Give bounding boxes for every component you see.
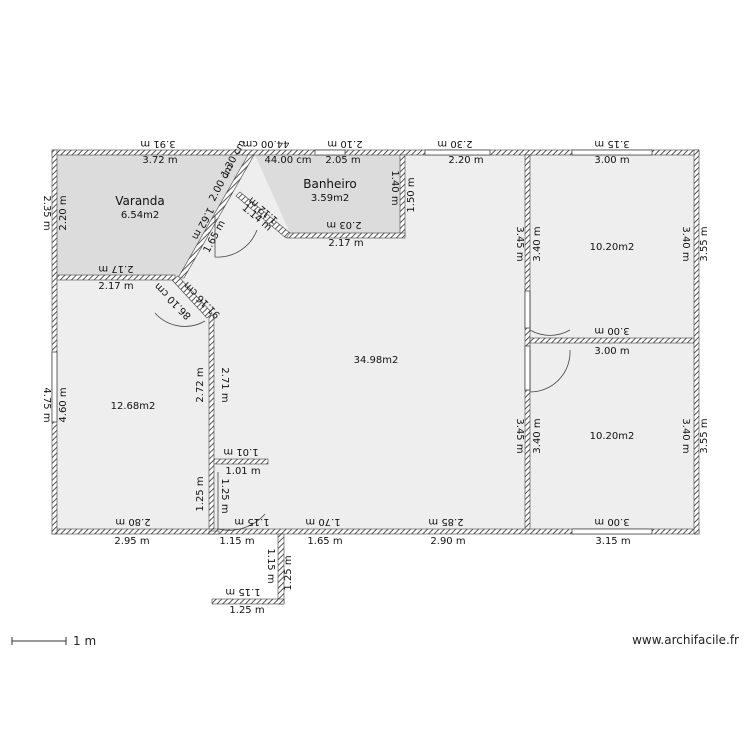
dim-top-ext-3: 2.10 m [327,138,362,149]
dimensions-porch: 1.15 m 1.25 m 1.15 m 1.25 m [225,548,294,616]
dim-stub-a: 1.01 m [223,446,258,457]
dim-inner-b: 2.71 m [219,367,230,402]
dimensions-banheiro: 1.40 m 1.50 m 2.03 m 2.17 m [326,170,417,249]
dim-stub-b: 1.01 m [225,466,260,477]
dim-ban-right-a: 1.40 m [389,170,400,205]
dim-top-int-3: 2.05 m [325,155,360,166]
banheiro-floor [255,155,402,233]
dim-porch-c: 1.15 m [225,586,260,597]
dimensions-top: 3.91 m 44.00 cm 2.10 m 2.30 m 3.15 m 3.7… [140,138,629,166]
dim-right-d: 3.55 m [699,418,710,453]
dim-right-c: 3.40 m [680,418,691,453]
dim-left-int-2: 4.60 m [58,387,69,422]
varanda-floor [57,155,250,276]
dim-top-ext-1: 3.91 m [140,138,175,149]
dim-bot-ext-3: 1.65 m [307,536,342,547]
brand-label: www.archifacile.fr [632,633,739,647]
dim-porch-d: 1.25 m [229,605,264,616]
dim-varanda-bottom-b: 2.17 m [98,281,133,292]
dim-bot-int-1: 2.80 m [115,516,150,527]
dim-bot-int-4: 2.85 m [428,516,463,527]
dim-top-int-1: 3.72 m [142,155,177,166]
dim-right-b: 3.55 m [699,226,710,261]
doors [154,215,571,531]
banheiro-area: 3.59m2 [311,193,349,204]
dim-bot-ext-1: 2.95 m [114,536,149,547]
scale-label: 1 m [73,634,96,648]
dim-bot-int-2: 1.15 m [234,516,269,527]
windows [51,149,653,535]
left-room-area: 12.68m2 [111,401,156,412]
right-bottom-area: 10.20m2 [590,431,635,442]
banheiro-name: Banheiro [303,177,357,191]
dim-top-int-5: 3.00 m [594,155,629,166]
dim-bot-ext-2: 1.15 m [219,536,254,547]
dim-left-ext-1: 2.35 m [41,195,52,230]
dim-porch-a: 1.15 m [265,548,276,583]
dimensions-bottom: 2.80 m 1.15 m 1.70 m 2.85 m 3.00 m 2.95 … [114,516,630,547]
varanda-area: 6.54m2 [121,210,159,221]
dim-right-mid-b: 3.00 m [594,346,629,357]
dim-ban-bottom-b: 2.17 m [328,238,363,249]
dim-porch-b: 1.25 m [283,555,294,590]
dim-ban-right-b: 1.50 m [406,177,417,212]
dim-inner-a: 2.72 m [195,367,206,402]
dim-top-ext-4: 2.30 m [437,138,472,149]
exterior-walls [51,149,700,535]
dimensions-right: 3.45 m 3.40 m 3.45 m 3.40 m 3.40 m 3.55 … [514,226,710,453]
dim-right-a: 3.40 m [680,226,691,261]
scale-bar: 1 m [11,634,96,648]
dim-varanda-bottom-a: 2.17 m [98,263,133,274]
dim-bot-ext-5: 3.15 m [595,536,630,547]
dim-bot-ext-4: 2.90 m [430,536,465,547]
living-area: 34.98m2 [354,355,399,366]
dim-mid-b: 3.40 m [532,226,543,261]
dim-ban-bottom-a: 2.03 m [326,219,361,230]
interior-walls [56,154,695,605]
dim-stub-c: 1.25 m [195,476,206,511]
dim-mid-d: 3.40 m [532,418,543,453]
dim-left-int-1: 2.20 m [58,195,69,230]
dim-left-ext-2: 4.75 m [41,387,52,422]
dim-top-ext-2: 44.00 cm [242,138,289,149]
dim-top-ext-5: 3.15 m [594,138,629,149]
dim-top-int-4: 2.20 m [448,155,483,166]
dim-bot-int-3: 1.70 m [305,516,340,527]
right-top-area: 10.20m2 [590,242,635,253]
dim-mid-a: 3.45 m [514,226,525,261]
dimensions-left: 2.35 m 2.20 m 4.75 m 4.60 m [41,195,69,422]
dim-stub-d: 1.25 m [219,478,230,513]
dim-mid-c: 3.45 m [514,418,525,453]
dim-right-mid-a: 3.00 m [594,325,629,336]
varanda-name: Varanda [115,194,165,208]
dim-bot-int-5: 3.00 m [594,516,629,527]
dim-top-int-2: 44.00 cm [264,155,311,166]
dimensions-inner: 2.72 m 2.71 m 1.01 m 1.01 m 1.25 m 1.25 … [195,367,261,513]
